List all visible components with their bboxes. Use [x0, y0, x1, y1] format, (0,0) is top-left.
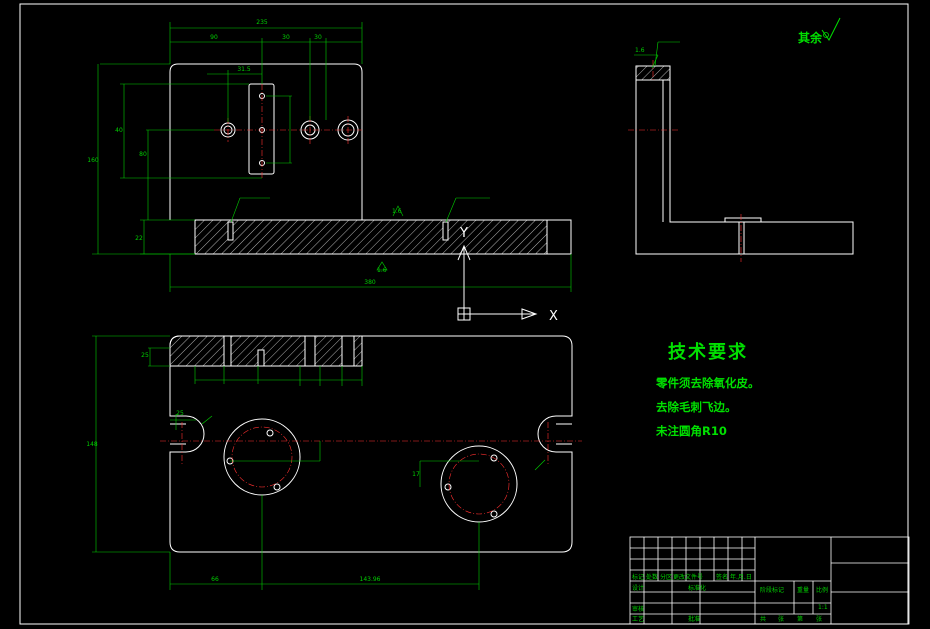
dim-text: 160: [87, 157, 99, 164]
dim-text: 40: [115, 127, 123, 134]
dim-text: 25: [176, 410, 184, 417]
dim-text: 30: [282, 34, 290, 41]
side-view-leader: [634, 41, 680, 69]
front-view-dimensions: [92, 22, 572, 292]
drawing-frame: [19, 3, 909, 625]
tb-cell: 第: [797, 615, 803, 623]
front-view: [169, 63, 572, 255]
tb-cell: 标准化: [688, 584, 706, 592]
tb-cell: 批准: [688, 615, 700, 623]
roughness-mark: 1.6: [635, 47, 645, 54]
front-view-dimension-texts: 235 90 30 30 31.5 40 80 160 22 380: [87, 19, 376, 286]
surface-finish-note: 其余: [798, 30, 823, 45]
tb-cell: 阶段标记: [760, 586, 784, 594]
dim-text: 235: [256, 19, 268, 26]
plan-view-dimension-texts: 25 148 66 143.96 25 17: [86, 352, 420, 583]
ucs-icon: [457, 244, 538, 321]
tech-req-item-3: 未注圆角R10: [655, 424, 727, 438]
tb-cell: 比例: [816, 586, 828, 594]
tb-cell: 标记: [632, 573, 644, 581]
roughness-mark: 1.6: [377, 267, 387, 274]
technical-requirements: 技术要求 零件须去除氧化皮。 去除毛刺飞边。 未注圆角R10: [655, 341, 760, 438]
dim-text: 380: [364, 279, 376, 286]
surface-finish-circle: [823, 32, 829, 38]
side-view: [635, 65, 854, 255]
tb-cell: 设计: [632, 584, 644, 592]
tb-cell: 处数: [646, 573, 658, 581]
dim-text: 80: [139, 151, 147, 158]
title-block-texts: 标记 处数 分区 更改文件号 签名 年.月.日 设计 标准化 阶段标记 重量 比…: [632, 573, 828, 623]
roughness-mark: 1.6: [392, 208, 402, 215]
tb-cell: 分区: [660, 573, 672, 581]
plan-view-center-lines: [160, 422, 582, 515]
tb-cell: 张: [778, 615, 784, 623]
tb-cell: 重量: [797, 586, 809, 594]
tech-req-item-1: 零件须去除氧化皮。: [655, 376, 760, 390]
dim-text: 90: [210, 34, 218, 41]
front-view-center-lines: [214, 84, 362, 178]
tb-cell: 签名: [716, 573, 728, 581]
ucs-x-label: X: [549, 309, 558, 324]
dim-text: 22: [135, 235, 143, 242]
dim-text: 25: [141, 352, 149, 359]
tb-cell: 共: [760, 615, 766, 623]
tb-cell: 工艺: [632, 615, 644, 623]
dim-text: 30: [314, 34, 322, 41]
plan-view-section: [169, 335, 363, 367]
front-view-leaders: [230, 197, 490, 271]
dim-text: 17: [412, 471, 420, 478]
tb-scale: 1:1: [818, 604, 828, 611]
tb-cell: 年.月.日: [730, 573, 752, 581]
plan-view-dimensions: [92, 335, 546, 590]
tb-cell: 审核: [632, 605, 644, 613]
dim-text: 31.5: [237, 66, 251, 73]
dim-text: 143.96: [360, 576, 381, 583]
title-block: [629, 536, 910, 625]
ucs-y-label: Y: [459, 226, 468, 241]
plan-view: [169, 335, 573, 553]
side-view-center-lines: [628, 60, 742, 262]
dim-text: 66: [211, 576, 219, 583]
tech-req-title: 技术要求: [668, 341, 748, 363]
tb-cell: 更改文件号: [673, 573, 703, 581]
tech-req-item-2: 去除毛刺飞边。: [656, 400, 737, 414]
dim-text: 148: [86, 441, 98, 448]
tb-cell: 张: [816, 615, 822, 623]
